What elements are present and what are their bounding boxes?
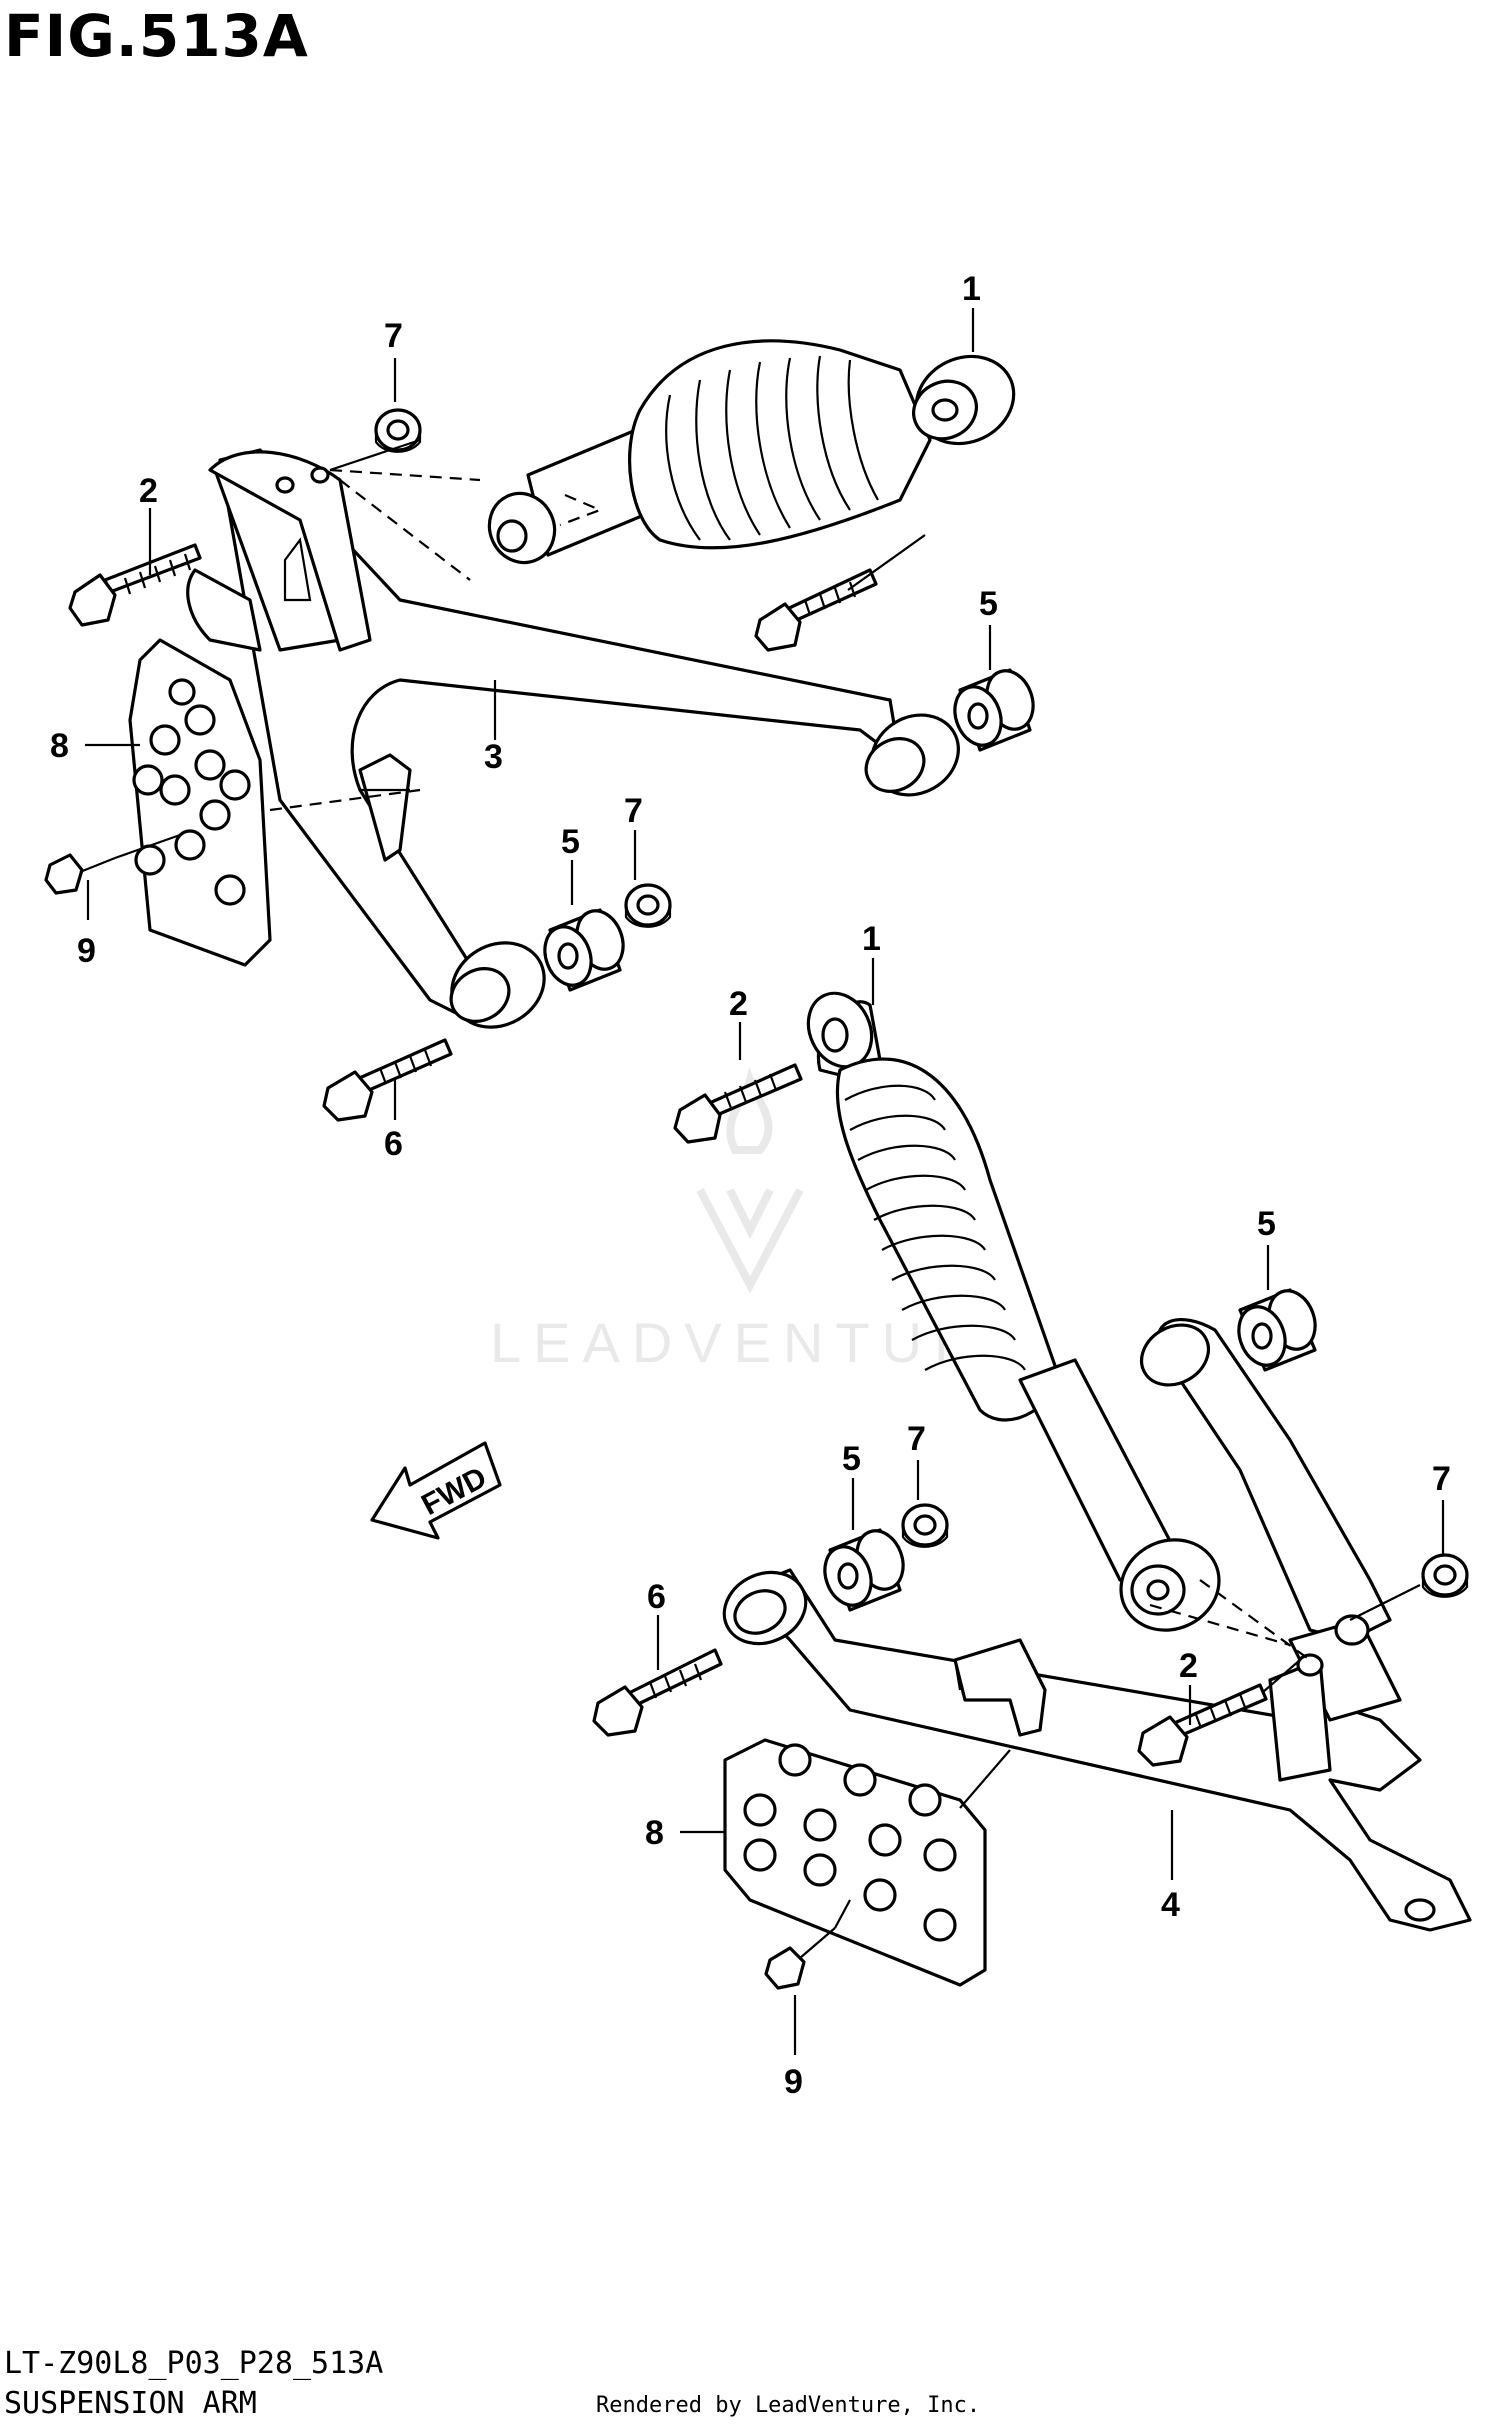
callout-1-upper: 1: [962, 270, 981, 308]
callout-9-lower: 9: [784, 2063, 803, 2101]
screw-upper: [44, 833, 181, 895]
callout-5-right: 5: [1257, 1205, 1276, 1243]
bolt-upper-lower: [322, 1038, 453, 1122]
bolt-upper-right: [754, 534, 926, 652]
callout-4: 4: [1161, 1886, 1180, 1924]
nut-upper-top: [374, 408, 422, 453]
bushing-upper-right: [953, 668, 1035, 752]
callout-numbers: 1 7 2 5 8 3 9 5 7 6 1 2 5 5 7 7 6 2 8 4 …: [50, 270, 1451, 2101]
callout-1-lower: 1: [862, 920, 881, 958]
suspension-arm-upper: [186, 448, 960, 1029]
watermark-logo: [696, 1067, 804, 1294]
callout-2-lower-right: 2: [1179, 1647, 1198, 1685]
callout-leaders: [85, 308, 1445, 2055]
callout-5-upper: 5: [979, 585, 998, 623]
screw-lower: [764, 1899, 851, 1990]
callout-2-lower-left: 2: [729, 985, 748, 1023]
bushing-upper-mid: [543, 908, 625, 992]
nut-lower-right: [1421, 1553, 1469, 1598]
bolt-lower-left: [673, 1063, 803, 1144]
bolt-lower-mid: [592, 1648, 723, 1737]
fwd-arrow-icon: FWD: [370, 1441, 502, 1540]
callout-8-lower: 8: [645, 1814, 664, 1852]
nut-upper-mid: [624, 883, 672, 928]
callout-6-upper: 6: [384, 1125, 403, 1163]
bolt-upper-left: [68, 543, 202, 627]
callout-7-right: 7: [1432, 1460, 1451, 1498]
shock-absorber-upper: [487, 339, 1016, 565]
bushing-lower-mid: [823, 1528, 905, 1612]
callout-3: 3: [484, 738, 503, 776]
callout-8-upper: 8: [50, 727, 69, 765]
callout-5-lower: 5: [842, 1440, 861, 1478]
shock-absorber-lower: [806, 991, 1221, 1632]
callout-7-mid: 7: [624, 792, 643, 830]
bolt-lower-right: [1137, 1659, 1301, 1767]
callout-2-upper: 2: [139, 472, 158, 510]
callout-7-lower: 7: [907, 1420, 926, 1458]
callout-5-mid: 5: [561, 823, 580, 861]
footrest-plate-lower: [723, 1738, 987, 1987]
render-credit: Rendered by LeadVenture, Inc.: [596, 2393, 981, 2418]
figure-name: SUSPENSION ARM: [4, 2386, 257, 2421]
nut-lower-mid: [901, 1503, 949, 1548]
callout-9-upper: 9: [77, 932, 96, 970]
figure-code: LT-Z90L8_P03_P28_513A: [4, 2346, 384, 2381]
callout-7-upper: 7: [384, 317, 403, 355]
figure-title: FIG.513A: [4, 2, 309, 70]
bushing-lower-right: [1237, 1288, 1317, 1372]
suspension-arm-lower: [722, 1318, 1472, 1932]
callout-6-lower: 6: [647, 1578, 666, 1616]
footrest-plate-upper: [128, 638, 272, 967]
